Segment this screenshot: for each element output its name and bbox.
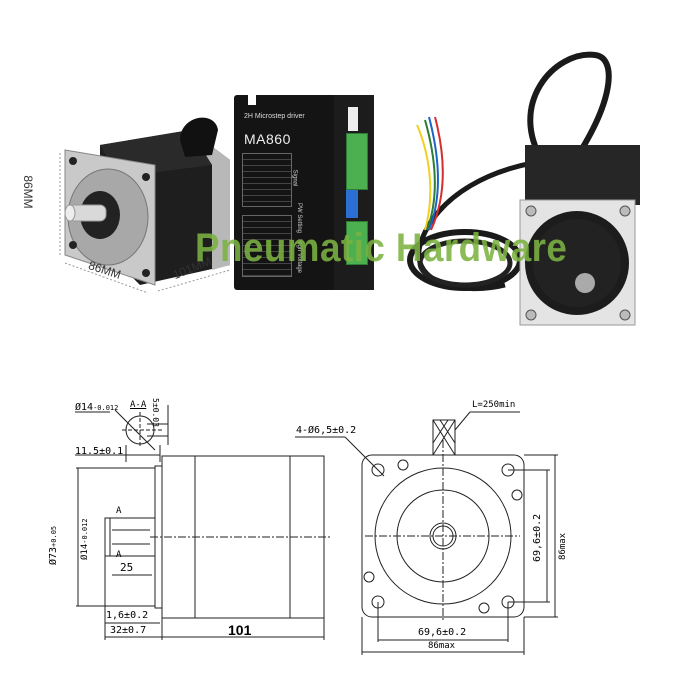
flat-width-label: 11.5±0.1 <box>75 446 124 457</box>
height-dimension-label: 86MM <box>21 175 35 209</box>
hole-spacing-horizontal-label: 69,6±0.2 <box>418 627 467 638</box>
lead-wires <box>416 116 444 231</box>
frame-max-vertical-label: 86max <box>558 532 568 560</box>
driver-model: MA860 <box>244 131 291 147</box>
lead-length-label: L=250min <box>472 400 516 410</box>
hole-spacing-vertical-label: 69,6±0.2 <box>532 513 543 562</box>
motor-photo-left: 86MM 86MM 101MM <box>21 95 240 295</box>
motor-photo-right <box>395 45 655 335</box>
driver-photo: 2H Microstep driver MA860 Signal PW Sett… <box>234 95 374 290</box>
shaft-diameter-label: Ø14-0.012 <box>75 402 119 413</box>
technical-drawing <box>75 405 558 655</box>
key-length-label: 25 <box>120 561 134 574</box>
key-label-bottom: A <box>116 550 122 560</box>
driver-subtitle: 2H Microstep driver <box>244 113 305 120</box>
section-label: A-A <box>130 400 147 410</box>
flange-thickness-label: 1,6±0.2 <box>106 610 149 621</box>
flat-depth-label: 5±0.03 <box>151 398 160 427</box>
current-table <box>242 153 292 207</box>
frame-max-horizontal-label: 86max <box>428 641 456 651</box>
dip-switch <box>346 190 358 218</box>
watermark-text: Pneumatic Hardware <box>195 226 568 270</box>
mount-holes-label: 4-Ø6,5±0.2 <box>296 425 357 436</box>
key-label-top: A <box>116 506 122 516</box>
body-length-label: 101 <box>228 622 252 638</box>
pilot-diameter-label: Ø73+0.05 <box>48 525 59 565</box>
power-terminal-block <box>346 221 368 265</box>
signal-terminal-block <box>346 133 368 190</box>
signal-label: Signal <box>291 169 298 187</box>
shaft-length-label: 32±0.7 <box>110 625 147 636</box>
microstep-table <box>242 215 292 277</box>
side-shaft-diameter-label: Ø14-0.012 <box>80 518 90 560</box>
